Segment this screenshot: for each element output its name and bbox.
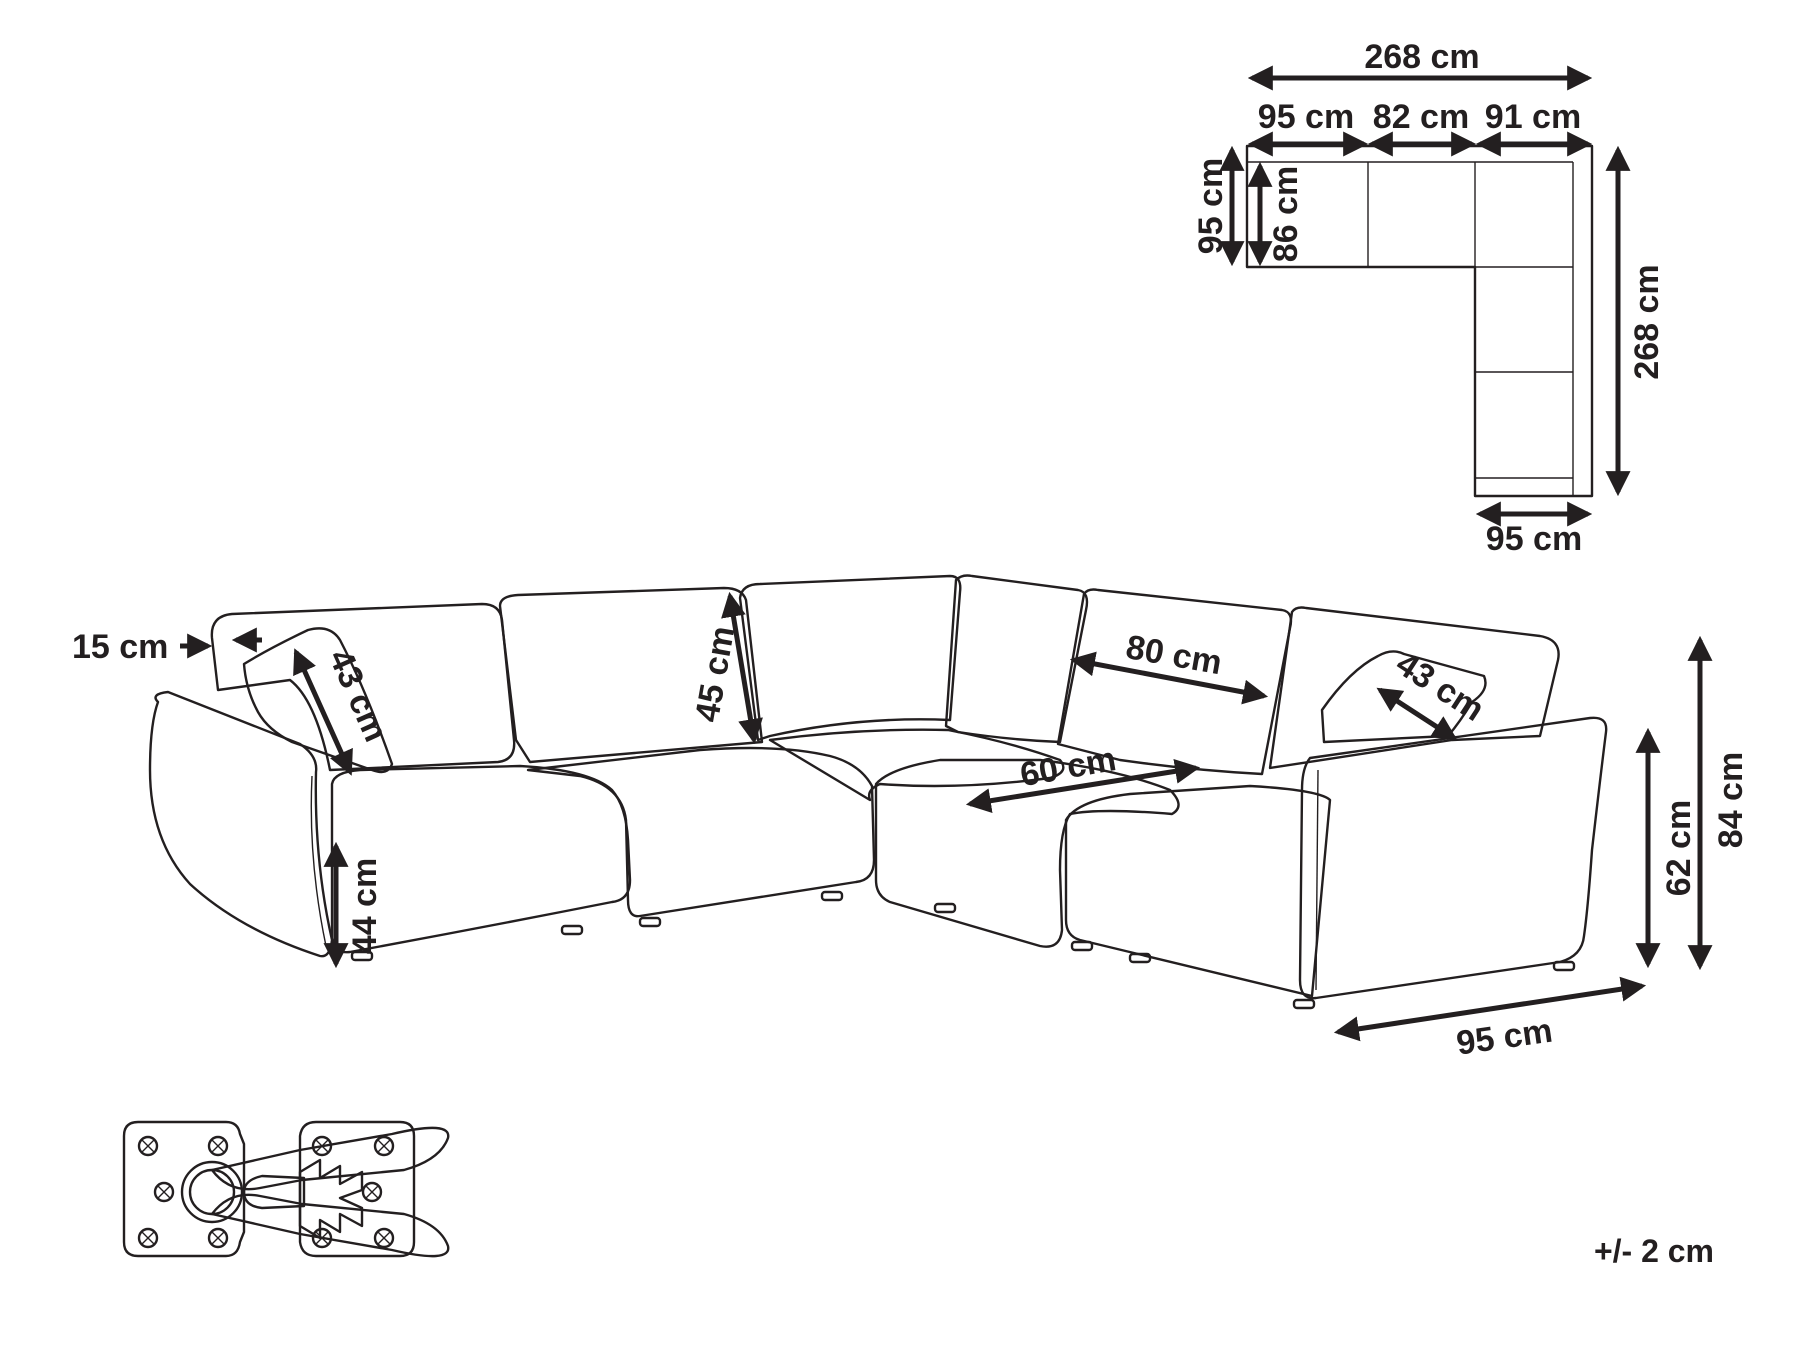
clip-pivot-ring <box>180 1160 244 1224</box>
cushion-right-arrow <box>1376 687 1458 741</box>
clip-hook-bottom <box>210 1193 450 1258</box>
foot-5 <box>933 902 957 914</box>
clip-hook-top <box>210 1126 450 1191</box>
arm-height-label: 62 cm <box>1660 800 1698 896</box>
seat-depth-label: 60 cm <box>1017 740 1119 794</box>
cushion-right-label: 43 cm <box>1389 645 1491 729</box>
arm-right <box>1298 716 1608 1000</box>
foot-7 <box>1128 952 1152 964</box>
screw-icon <box>137 1135 395 1249</box>
seat-cushion-5 <box>1064 784 1332 998</box>
armrest-width-label: 15 cm <box>72 628 168 666</box>
foot-9 <box>1552 960 1576 972</box>
backrest-height-label: 45 cm <box>688 623 742 725</box>
backrest-height-arrow <box>721 591 763 745</box>
seat-height-label: 44 cm <box>346 858 384 954</box>
foot-2 <box>560 924 584 936</box>
pillow-left <box>242 627 394 774</box>
clip-plate-right <box>298 1120 416 1258</box>
back-cushion-6 <box>1268 606 1560 770</box>
module-depth-label: 95 cm <box>1454 1012 1555 1063</box>
plan-length-label: 268 cm <box>1628 264 1666 379</box>
plan-view: 268 cm 95 cm 82 cm 91 cm 95 cm 86 cm 268… <box>1192 38 1666 558</box>
plan-seg3-label: 91 cm <box>1485 98 1581 136</box>
clip-plate-left <box>122 1120 246 1258</box>
clip-teeth <box>298 1158 364 1240</box>
back-cushion-3 <box>738 574 962 742</box>
plan-depth-outer-label: 95 cm <box>1192 158 1230 254</box>
arm-left <box>148 690 334 958</box>
foot-1 <box>350 950 374 962</box>
back-cushion-4 <box>944 574 1089 744</box>
seat-width-arrow <box>1069 651 1269 705</box>
plan-depth-seat-label: 86 cm <box>1267 166 1305 262</box>
cushion-left-arrow <box>293 648 353 776</box>
foot-6 <box>1070 940 1094 952</box>
plan-seg2-label: 82 cm <box>1373 98 1469 136</box>
plan-seg1-label: 95 cm <box>1258 98 1354 136</box>
clip-pivot <box>188 1168 236 1216</box>
foot-4 <box>820 890 844 902</box>
foot-3 <box>638 916 662 928</box>
plan-total-width-label: 268 cm <box>1364 38 1479 76</box>
sofa-illustration: 15 cm 43 cm 45 cm 80 cm 43 cm 60 cm 44 c… <box>72 574 1750 1063</box>
module-depth-arrow <box>1333 976 1647 1042</box>
connector-clip-detail <box>122 1120 450 1258</box>
seat-depth-arrow <box>965 758 1201 814</box>
seat-cushion-2 <box>526 746 876 918</box>
pillow-right <box>1320 650 1487 744</box>
tolerance-note: +/- 2 cm <box>1594 1233 1714 1269</box>
clip-arrow-shape <box>242 1174 306 1210</box>
total-height-label: 84 cm <box>1712 752 1750 848</box>
plan-bottom-label: 95 cm <box>1486 520 1582 558</box>
foot-8 <box>1292 998 1316 1010</box>
